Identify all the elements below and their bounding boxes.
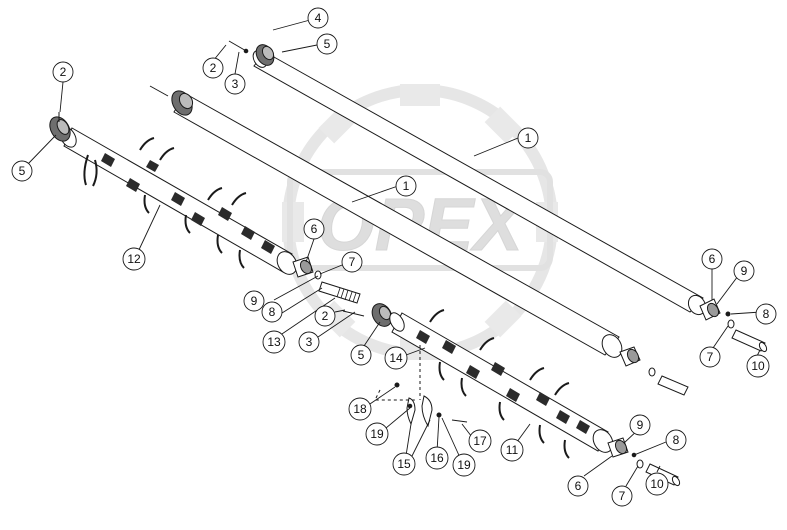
svg-text:1: 1 (403, 179, 410, 193)
svg-text:15: 15 (397, 457, 411, 471)
shaft-13 (318, 281, 361, 304)
callout-8-left: 8 (261, 301, 283, 323)
svg-text:10: 10 (650, 477, 664, 491)
svg-text:3: 3 (232, 77, 239, 91)
svg-text:5: 5 (324, 37, 331, 51)
callout-5-lower: 5 (350, 344, 372, 366)
svg-text:11: 11 (506, 443, 519, 457)
svg-text:6: 6 (311, 222, 318, 236)
callout-6-left: 6 (303, 218, 325, 240)
svg-text:10: 10 (751, 359, 765, 373)
svg-text:9: 9 (741, 264, 748, 278)
tine-bracket-assembly (374, 345, 468, 428)
bearing-6-middle (619, 346, 656, 377)
callouts: 1 1 2 2 2 3 3 4 5 5 5 6 6 6 7 7 7 8 8 8 … (11, 7, 777, 507)
bearing-6-upper (699, 298, 731, 321)
bearing-6-left (292, 256, 322, 280)
washer-7-upper (727, 319, 735, 329)
pin-10-upper (731, 329, 768, 353)
svg-text:19: 19 (370, 427, 384, 441)
svg-text:2: 2 (60, 65, 67, 79)
callout-8-lower: 8 (665, 429, 687, 451)
callout-16: 16 (425, 446, 449, 470)
svg-text:9: 9 (637, 418, 644, 432)
callout-4: 4 (307, 7, 329, 29)
svg-text:5: 5 (19, 164, 26, 178)
callout-9-upper: 9 (733, 260, 755, 282)
svg-text:5: 5 (358, 348, 365, 362)
pin-10-middle (657, 375, 689, 396)
svg-text:2: 2 (322, 309, 329, 323)
svg-text:18: 18 (353, 402, 367, 416)
callout-5-upper: 5 (316, 33, 338, 55)
bolt-2-middle (149, 85, 169, 97)
svg-text:9: 9 (251, 294, 258, 308)
callout-9-left: 9 (243, 290, 265, 312)
svg-text:8: 8 (673, 433, 680, 447)
svg-text:17: 17 (473, 434, 487, 448)
plain-roller-middle (173, 93, 623, 358)
end-seal-5-middle (171, 90, 194, 116)
bearing-6-lower (607, 437, 644, 469)
callout-11: 11 (500, 438, 524, 462)
callout-15: 15 (392, 452, 416, 476)
callout-17: 17 (468, 429, 492, 453)
end-seal-5-lower (371, 303, 393, 327)
svg-text:12: 12 (127, 252, 141, 266)
callout-12: 12 (122, 247, 146, 271)
callout-6-lower: 6 (567, 475, 589, 497)
bolt-2-upper (228, 40, 249, 54)
callout-7-lower: 7 (611, 485, 633, 507)
end-seal-5-left (49, 112, 71, 142)
svg-text:13: 13 (267, 335, 281, 349)
end-seal-5-upper (255, 44, 275, 66)
svg-text:3: 3 (306, 335, 313, 349)
callout-3-lower: 3 (298, 331, 320, 353)
callout-14: 14 (384, 346, 408, 370)
callout-10-upper: 10 (746, 354, 770, 378)
callout-7-upper: 7 (699, 346, 721, 368)
callout-6-upper: 6 (701, 248, 723, 270)
svg-text:2: 2 (210, 61, 217, 75)
callout-5-left: 5 (11, 160, 33, 182)
svg-text:1: 1 (525, 131, 532, 145)
callout-18: 18 (348, 397, 372, 421)
callout-3-upper: 3 (224, 73, 246, 95)
callout-7-left: 7 (341, 251, 363, 273)
callout-10-lower: 10 (645, 472, 669, 496)
callout-2-left: 2 (52, 61, 74, 83)
svg-text:7: 7 (619, 489, 626, 503)
svg-text:4: 4 (315, 11, 322, 25)
roller-parts (49, 40, 768, 487)
callout-19-right: 19 (452, 453, 476, 477)
callout-9-lower: 9 (629, 414, 651, 436)
callout-13: 13 (262, 330, 286, 354)
svg-text:14: 14 (389, 351, 403, 365)
callout-2-upper: 2 (202, 57, 224, 79)
leader-lines (26, 19, 762, 487)
svg-text:16: 16 (430, 451, 444, 465)
svg-text:8: 8 (763, 307, 770, 321)
callout-2-lower: 2 (314, 305, 336, 327)
callout-19-left: 19 (365, 422, 389, 446)
svg-text:6: 6 (709, 252, 716, 266)
callout-8-upper: 8 (755, 303, 777, 325)
callout-1-middle: 1 (395, 175, 417, 197)
callout-1-upper: 1 (517, 127, 539, 149)
spiked-roller-11 (389, 309, 614, 459)
svg-text:19: 19 (457, 458, 471, 472)
svg-text:6: 6 (575, 479, 582, 493)
svg-text:7: 7 (707, 350, 714, 364)
svg-text:7: 7 (349, 255, 356, 269)
svg-text:8: 8 (269, 305, 276, 319)
